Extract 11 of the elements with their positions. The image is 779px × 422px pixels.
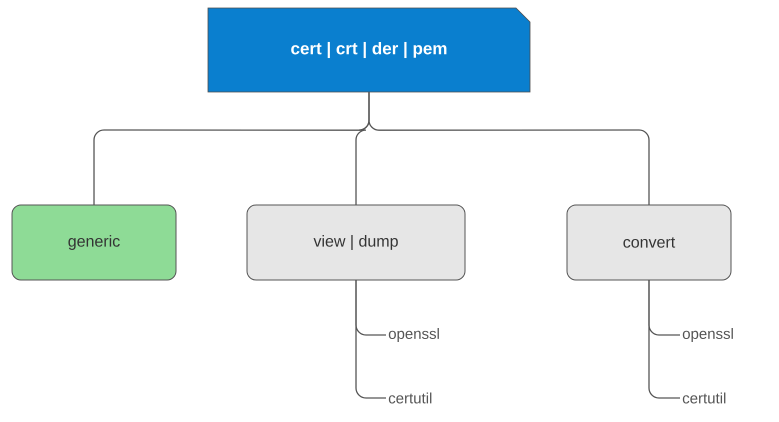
connector-line	[368, 92, 650, 204]
connector-line	[648, 280, 680, 399]
connector-line	[355, 280, 386, 399]
category-box: generic	[12, 204, 176, 280]
tool-label: certutil	[682, 392, 726, 404]
category-box: view | dump	[246, 204, 466, 280]
title-box: cert | crt | der | pem	[208, 8, 530, 92]
tool-label: openssl	[388, 328, 439, 342]
tool-label: openssl	[682, 328, 733, 342]
category-box: convert	[566, 204, 732, 280]
tool-label: certutil	[388, 392, 432, 404]
